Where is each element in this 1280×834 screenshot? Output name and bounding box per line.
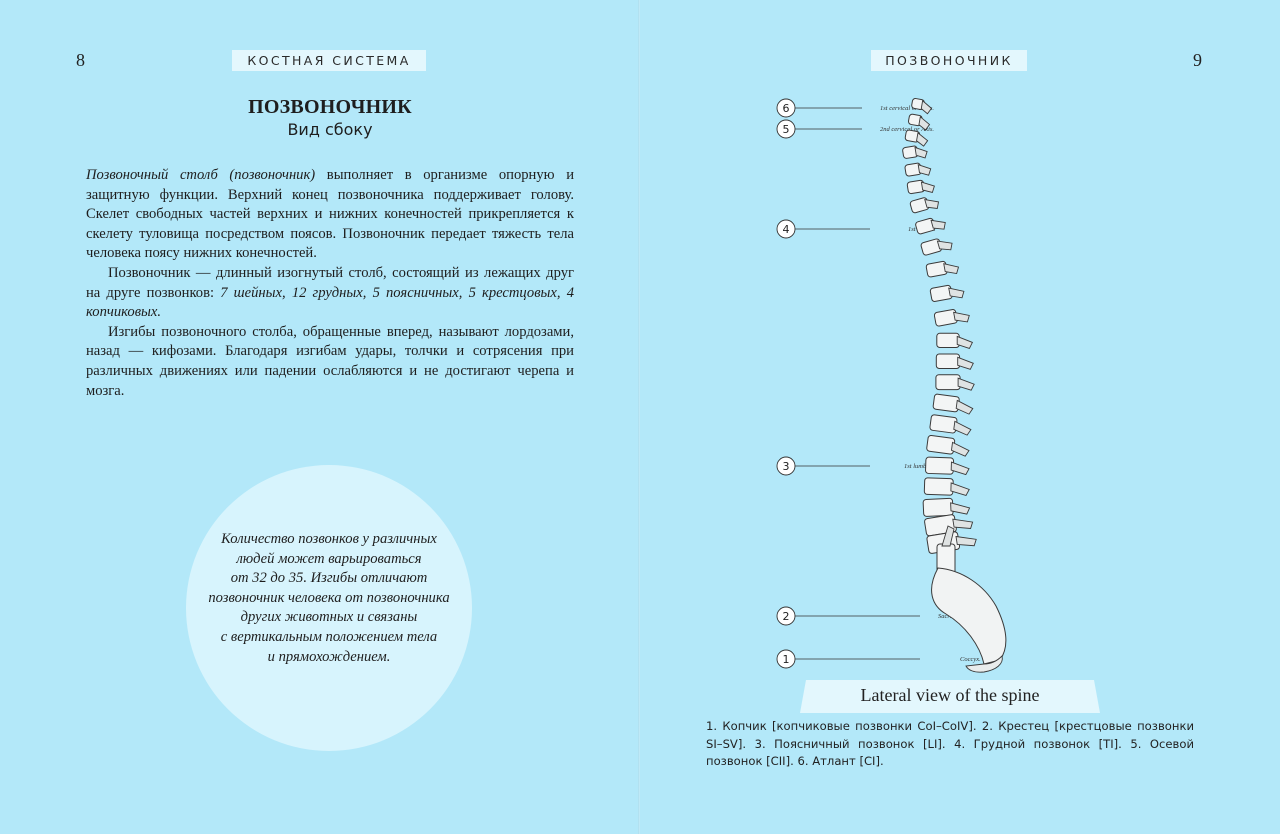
page-number-right: 9 — [1193, 50, 1202, 70]
leader-lines — [795, 107, 920, 660]
caption-banner: Lateral view of the spine — [800, 680, 1100, 713]
callout-5: 5 — [776, 119, 796, 139]
callout-4: 4 — [776, 219, 796, 239]
spinous-processes — [914, 99, 977, 547]
right-page: ПОЗВОНОЧНИК 9 6 — [640, 0, 1280, 834]
callout-5-label: 5 — [783, 123, 790, 136]
vertebra-process — [950, 482, 970, 496]
callout-1-label: 1 — [783, 653, 790, 666]
vertebra-process — [943, 263, 960, 275]
term-spinal-column: Позвоночный столб (позвоночник) — [86, 167, 316, 183]
paragraph-2: Позвоночник — длинный изогнутый столб, с… — [86, 264, 574, 323]
vertebra-process — [924, 198, 940, 209]
vertebra-process — [936, 240, 953, 251]
label-atlas: 1st cervical or Atlas. — [880, 105, 934, 112]
vertebra-process — [957, 356, 974, 370]
paragraph-2-text: Позвоночник — длинный изогнутый столб, с… — [86, 264, 574, 301]
callout-2-label: 2 — [783, 610, 790, 623]
vertebra-body — [933, 309, 958, 327]
vertebra-process — [950, 461, 970, 476]
body-text: Позвоночный столб (позвоночник) выполняе… — [86, 166, 574, 401]
book-gutter — [638, 0, 640, 834]
vertebra-body — [929, 284, 953, 302]
callout-3: 3 — [776, 456, 796, 476]
figure-legend: 1. Копчик [копчиковые позвонки CoI–CoIV]… — [706, 719, 1194, 768]
vertebra-body — [923, 477, 954, 496]
caption-banner-background — [800, 680, 1100, 713]
vertebra-body — [926, 434, 956, 455]
vertebra-body — [925, 456, 955, 475]
vertebra-process — [955, 535, 977, 547]
page-subtitle: Вид сбоку — [287, 120, 373, 139]
paragraph-3: Изгибы позвоночного столба, обращенные в… — [86, 323, 574, 399]
label-axis: 2nd cervical or Axis. — [880, 126, 934, 133]
vertebra-process — [953, 311, 970, 323]
vertebra-body — [935, 374, 961, 391]
spine-illustration: 6 5 4 3 2 — [770, 90, 1070, 680]
vertebra-process — [950, 502, 971, 515]
vertebra-process — [920, 181, 935, 194]
vertebrae-count-list: 7 шейных, 12 грудных, 5 поясничных, 5 кр… — [86, 284, 574, 321]
note-circle-text: Количество позвонков у различных людей м… — [208, 531, 450, 665]
callout-2: 2 — [776, 606, 796, 626]
callout-4-label: 4 — [783, 223, 790, 236]
sacrum-shape — [931, 567, 1007, 665]
label-coccyx: Coccyx. — [960, 656, 981, 663]
vertebra-process — [917, 164, 932, 176]
paragraph-1-text: выполняет в организме опорную и защитную… — [86, 167, 574, 262]
note-circle — [186, 465, 472, 751]
callout-6: 6 — [776, 98, 796, 118]
vertebra-process — [914, 146, 928, 159]
spine-drawing: 6 5 4 3 2 — [776, 98, 1007, 673]
vertebra-process — [957, 377, 975, 391]
vertebra-body — [929, 414, 958, 434]
page-title: ПОЗВОНОЧНИК — [248, 96, 412, 118]
left-page: 8 КОСТНАЯ СИСТЕМА ПОЗВОНОЧНИК Вид сбоку … — [0, 0, 638, 834]
running-head-right: ПОЗВОНОЧНИК — [871, 50, 1027, 71]
vertebra-process — [952, 518, 974, 529]
vertebra-process — [956, 335, 974, 349]
page-number-left: 8 — [76, 50, 85, 70]
callout-6-label: 6 — [783, 102, 790, 115]
vertebra-process — [930, 219, 946, 230]
vertebra-process — [948, 287, 965, 299]
paragraph-1: Позвоночный столб (позвоночник) выполняе… — [86, 166, 574, 264]
vertebra-process — [920, 99, 933, 115]
callout-1: 1 — [776, 649, 796, 669]
label-sacrum: Sacrum. — [938, 613, 960, 620]
vertebra-process — [916, 132, 929, 147]
label-lumbar: 1st lumbar. — [904, 463, 933, 470]
running-head-left: КОСТНАЯ СИСТЕМА — [232, 50, 426, 71]
coccyx-shape — [965, 655, 1003, 673]
vertebra-process — [953, 420, 972, 436]
figure-caption: Lateral view of the spine — [860, 685, 1040, 705]
vertebra-process — [955, 399, 974, 415]
vertebra-body — [922, 497, 954, 517]
vertebra-body — [936, 332, 960, 349]
vertebra-process — [918, 115, 931, 131]
vertebra-process — [941, 525, 955, 547]
vertebra-process — [950, 441, 970, 457]
callout-3-label: 3 — [783, 460, 790, 473]
vertebra-body — [932, 393, 960, 413]
vertebra-body — [935, 353, 961, 369]
